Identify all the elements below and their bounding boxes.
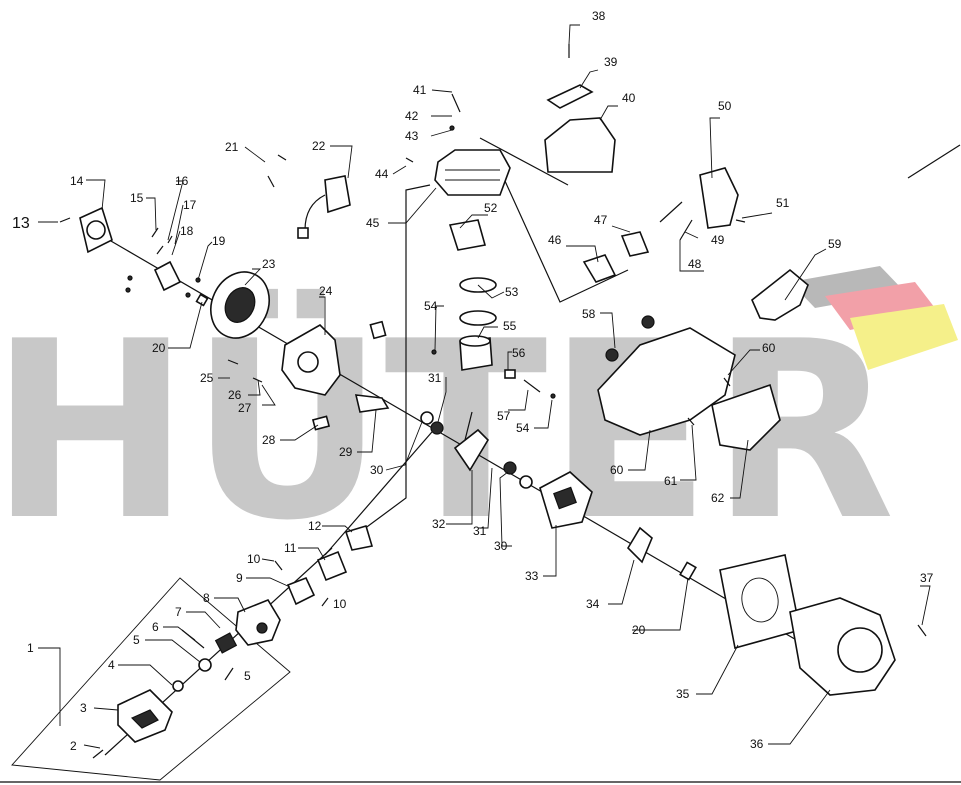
callout-8: 8 xyxy=(203,591,210,605)
callout-30b: 30 xyxy=(494,539,508,553)
callout-32: 32 xyxy=(432,517,446,531)
callout-11: 11 xyxy=(284,541,297,555)
callout-58: 58 xyxy=(582,307,596,321)
callout-10a: 10 xyxy=(247,552,261,566)
callout-18: 18 xyxy=(180,224,194,238)
callout-33: 33 xyxy=(525,569,539,583)
watermark-stripe-grey xyxy=(790,266,905,308)
callout-42: 42 xyxy=(405,109,419,123)
callout-4: 4 xyxy=(108,658,115,672)
callout-14: 14 xyxy=(70,174,84,188)
callout-30a: 30 xyxy=(370,463,384,477)
callout-54a: 54 xyxy=(424,299,438,313)
callout-51: 51 xyxy=(776,196,790,210)
callout-39: 39 xyxy=(604,55,618,69)
callout-27: 27 xyxy=(238,401,252,415)
callout-3: 3 xyxy=(80,701,87,715)
callout-45: 45 xyxy=(366,216,380,230)
callout-55: 55 xyxy=(503,319,517,333)
callout-6: 6 xyxy=(152,620,159,634)
callout-5a: 5 xyxy=(133,633,140,647)
callout-53: 53 xyxy=(505,285,519,299)
callout-37: 37 xyxy=(920,571,934,585)
callout-52: 52 xyxy=(484,201,498,215)
callout-22: 22 xyxy=(312,139,326,153)
callout-15: 15 xyxy=(130,191,144,205)
callout-46: 46 xyxy=(548,233,562,247)
callout-48: 48 xyxy=(688,257,702,271)
callout-43: 43 xyxy=(405,129,419,143)
callout-50: 50 xyxy=(718,99,732,113)
callout-12: 12 xyxy=(308,519,322,533)
callout-5b: 5 xyxy=(244,669,251,683)
leader-lines xyxy=(38,24,931,749)
callout-34: 34 xyxy=(586,597,600,611)
callout-28: 28 xyxy=(262,433,276,447)
callout-24: 24 xyxy=(319,284,333,298)
callout-29: 29 xyxy=(339,445,353,459)
callout-54b: 54 xyxy=(516,421,530,435)
callout-40: 40 xyxy=(622,91,636,105)
callout-25: 25 xyxy=(200,371,214,385)
callout-60b: 60 xyxy=(610,463,624,477)
callout-17: 17 xyxy=(183,198,197,212)
callout-31b: 31 xyxy=(473,524,487,538)
callout-1: 1 xyxy=(27,641,34,655)
callout-labels: 1 2 3 4 5 5 6 7 8 9 10 10 11 12 13 14 15… xyxy=(12,9,934,753)
callout-26: 26 xyxy=(228,388,242,402)
callout-13: 13 xyxy=(12,215,30,232)
callout-7: 7 xyxy=(175,605,182,619)
callout-47: 47 xyxy=(594,213,608,227)
callout-2: 2 xyxy=(70,739,77,753)
callout-62: 62 xyxy=(711,491,725,505)
callout-10b: 10 xyxy=(333,597,347,611)
callout-36: 36 xyxy=(750,737,764,751)
callout-41: 41 xyxy=(413,83,427,97)
callout-16: 16 xyxy=(175,174,189,188)
callout-61: 61 xyxy=(664,474,678,488)
callout-19: 19 xyxy=(212,234,226,248)
callout-20a: 20 xyxy=(152,341,166,355)
callout-23: 23 xyxy=(262,257,276,271)
callout-60a: 60 xyxy=(762,341,776,355)
callout-57: 57 xyxy=(497,409,511,423)
watermark-stripe-yellow xyxy=(850,304,958,370)
callout-21: 21 xyxy=(225,140,239,154)
callout-49: 49 xyxy=(711,233,725,247)
callout-20b: 20 xyxy=(632,623,646,637)
callout-9: 9 xyxy=(236,571,243,585)
callout-35: 35 xyxy=(676,687,690,701)
parts xyxy=(59,44,927,759)
callout-56: 56 xyxy=(512,346,526,360)
callout-44: 44 xyxy=(375,167,389,181)
callout-59: 59 xyxy=(828,237,842,251)
callout-38: 38 xyxy=(592,9,606,23)
callout-31a: 31 xyxy=(428,371,442,385)
